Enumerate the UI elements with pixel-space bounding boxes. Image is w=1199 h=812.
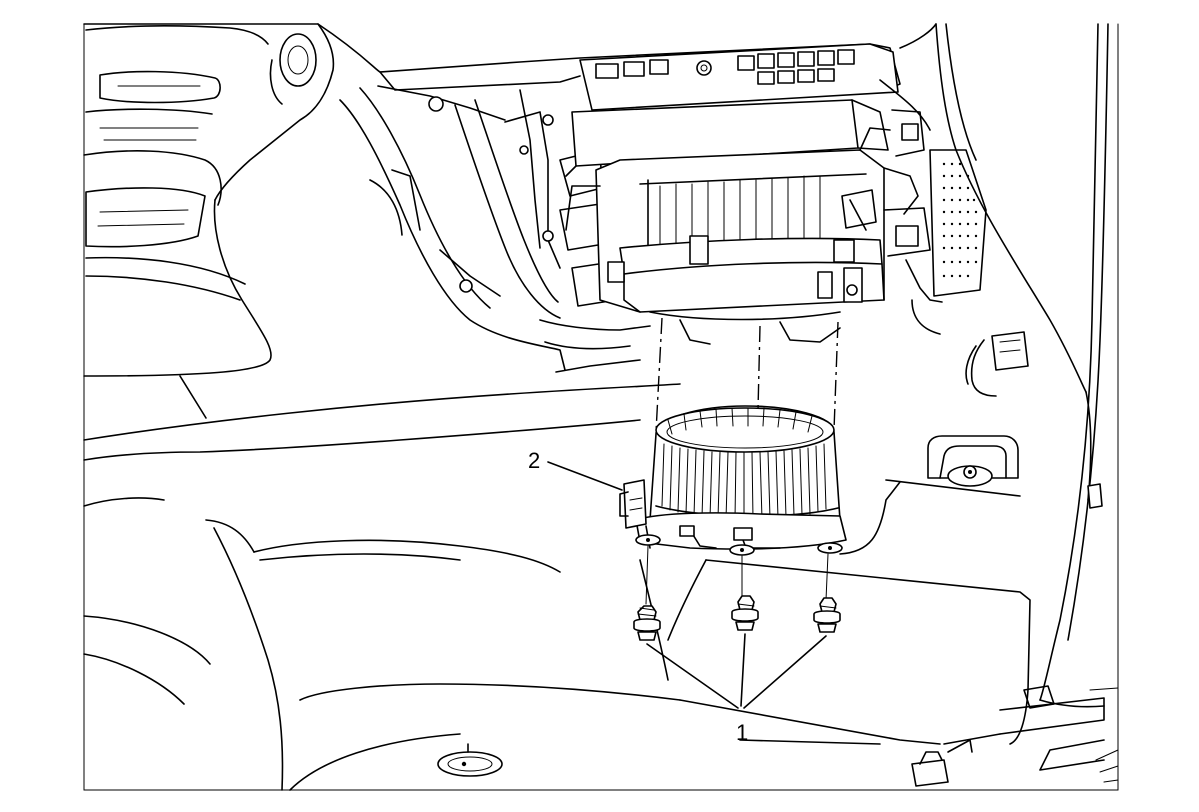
- right-panel: [911, 23, 1119, 787]
- frame-lines: [83, 23, 1119, 791]
- alignment-lines: [645, 317, 839, 605]
- screw-center: [731, 595, 759, 631]
- blower-screws: [633, 595, 841, 641]
- floor: [83, 419, 1031, 791]
- module-connector-slots: [595, 49, 855, 85]
- screw-right: [813, 597, 841, 633]
- instrument-panel: [83, 23, 681, 441]
- screw-left: [633, 605, 661, 641]
- grille-dots: [942, 162, 978, 278]
- hvac-housing: [565, 43, 943, 345]
- callout-label-2: 2: [528, 448, 540, 473]
- blower-motor: [619, 405, 847, 556]
- fan-blades: [661, 407, 827, 520]
- dash-structure: [317, 23, 937, 373]
- callout-label-1: 1: [736, 720, 748, 745]
- leader-lines: [547, 461, 827, 709]
